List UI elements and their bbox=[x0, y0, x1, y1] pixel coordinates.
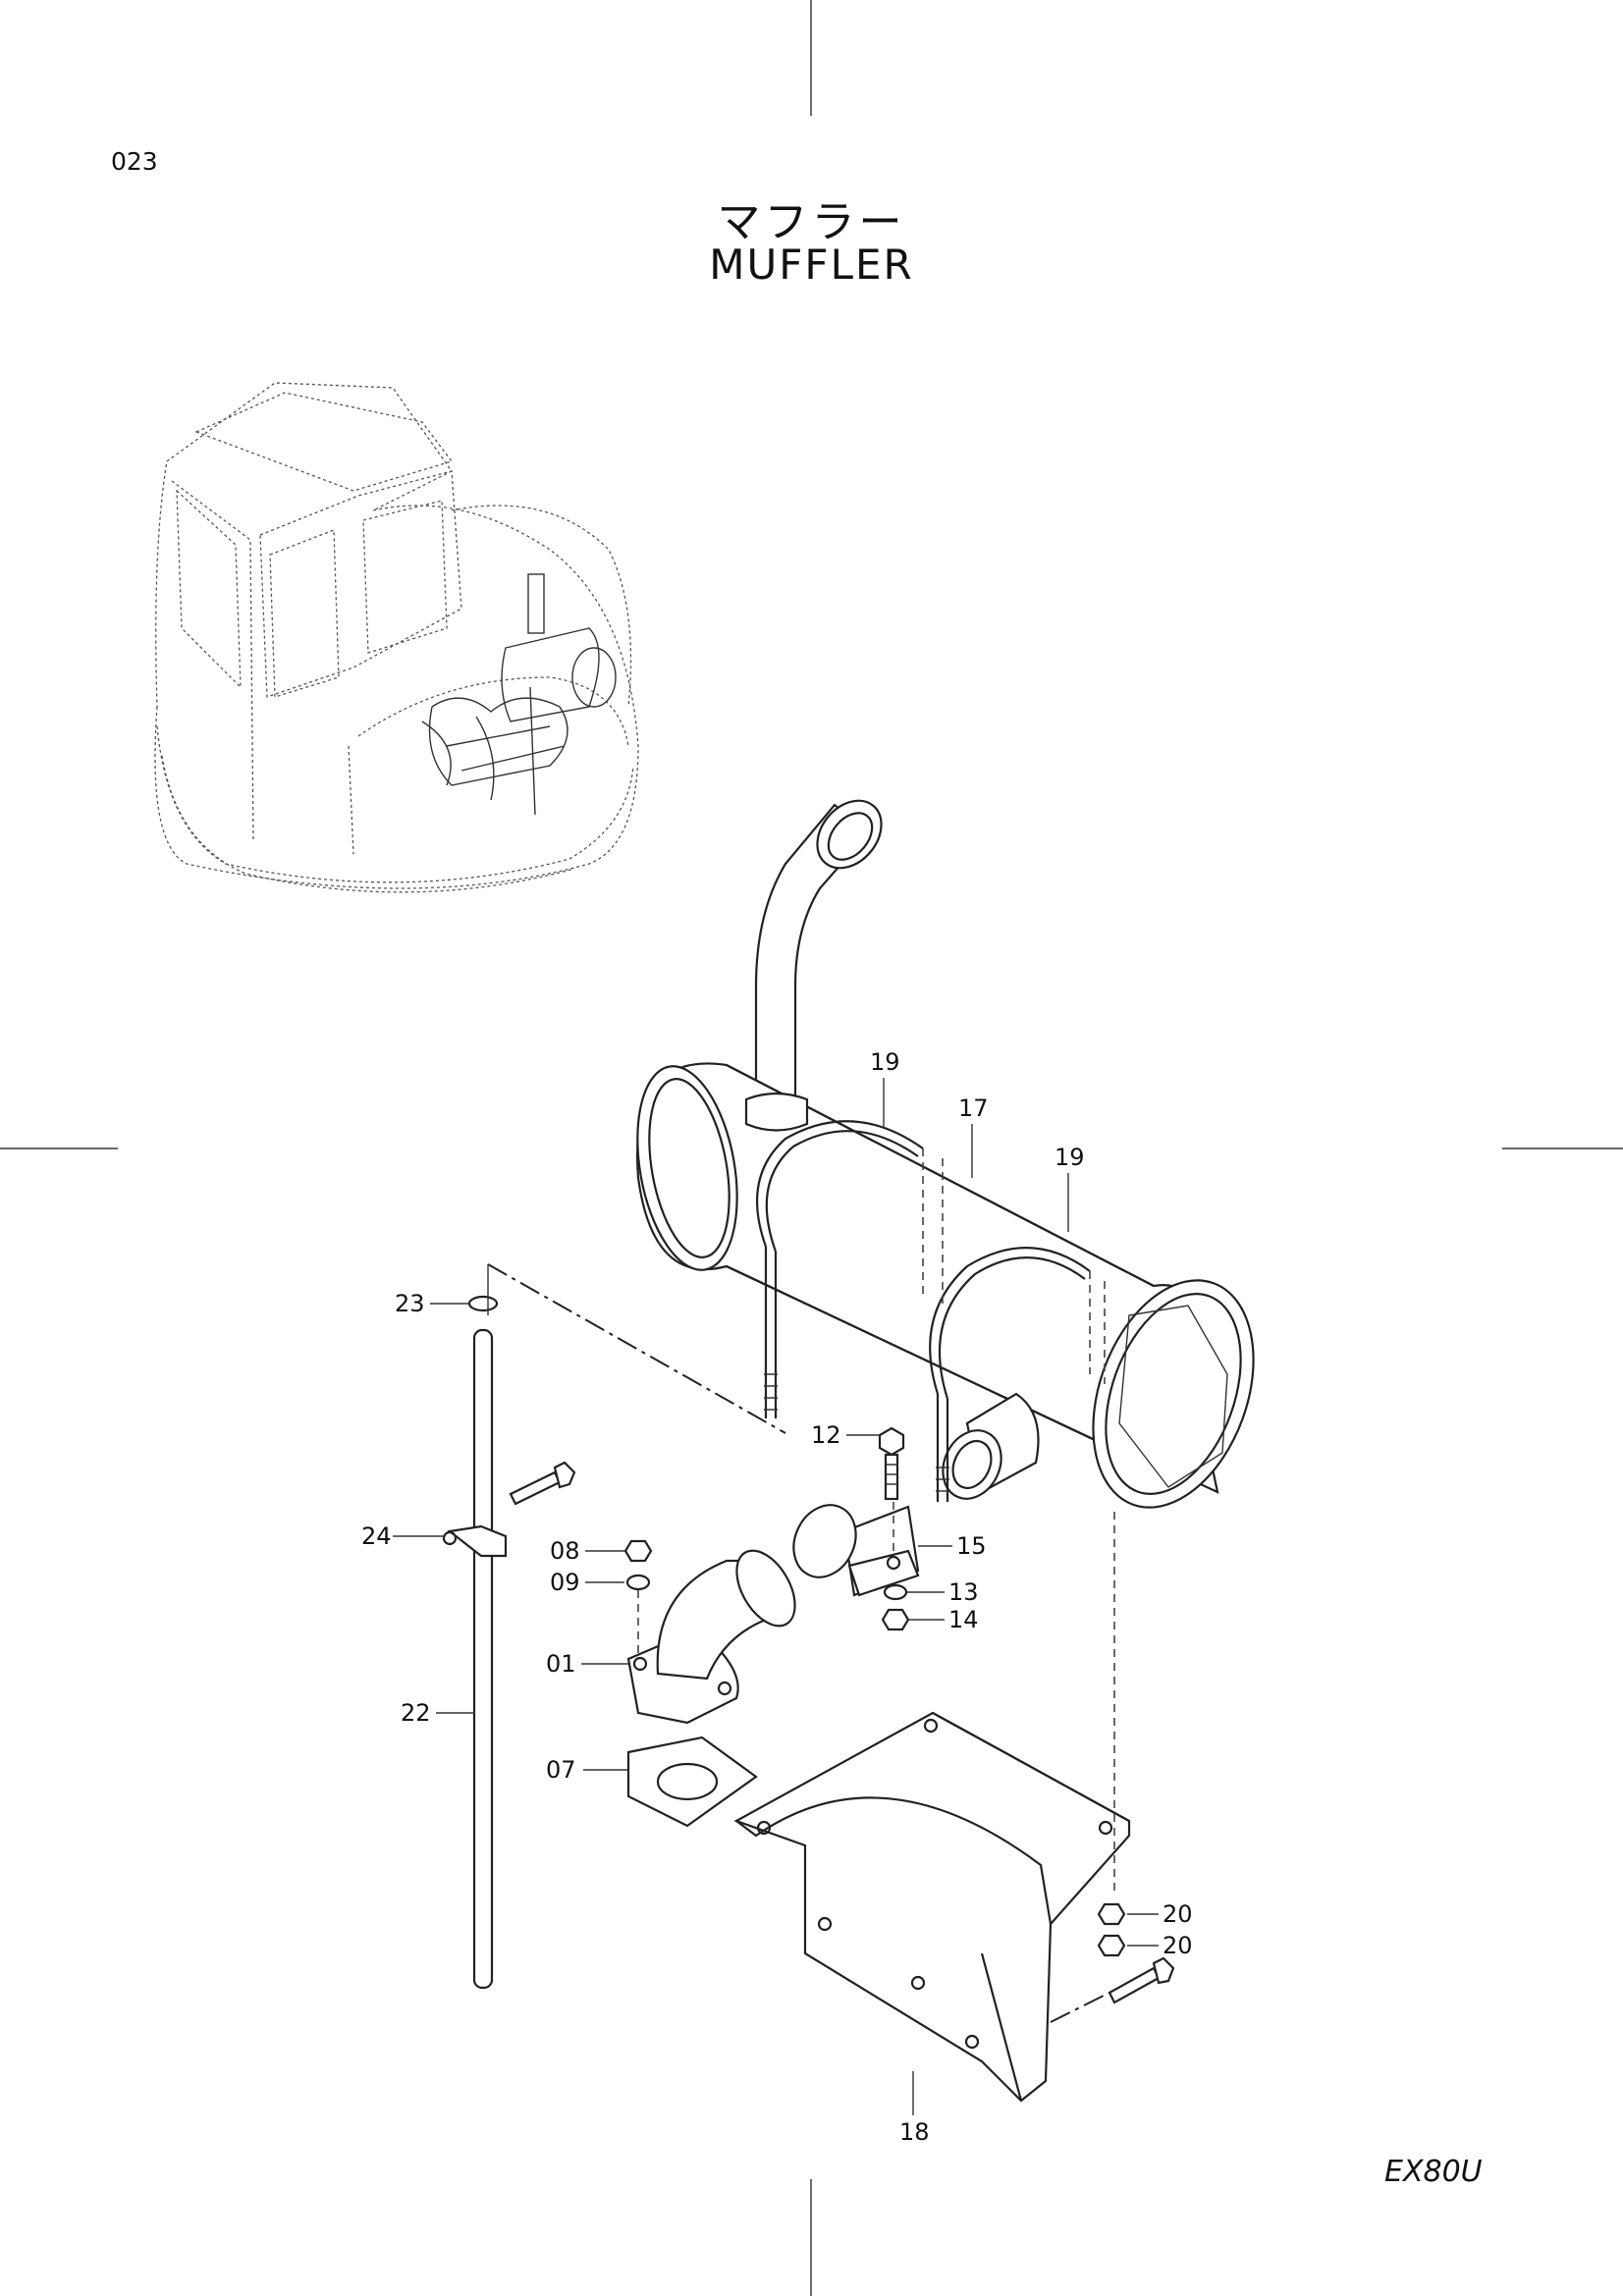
clamp-bracket-and-bolt bbox=[792, 1426, 920, 1631]
muffler-assembly bbox=[636, 799, 1255, 1509]
callout-09: 09 bbox=[550, 1569, 580, 1596]
callout-leaders bbox=[393, 1078, 1159, 2115]
callout-22: 22 bbox=[401, 1699, 431, 1727]
callout-19-first: 19 bbox=[870, 1048, 900, 1076]
muffler-support-bracket bbox=[733, 1711, 1175, 2103]
callout-14: 14 bbox=[948, 1606, 979, 1633]
callout-23: 23 bbox=[395, 1290, 425, 1317]
callout-20-first: 20 bbox=[1163, 1900, 1193, 1928]
excavator-location-illustration bbox=[154, 382, 639, 893]
callout-01: 01 bbox=[546, 1650, 576, 1678]
callout-15: 15 bbox=[956, 1532, 987, 1560]
page-title-japanese: マフラー bbox=[717, 197, 906, 247]
alignment-lines bbox=[487, 1263, 1115, 1895]
model-code: EX80U bbox=[1384, 2155, 1483, 2189]
callout-12: 12 bbox=[811, 1421, 841, 1449]
callout-07: 07 bbox=[546, 1756, 576, 1784]
callout-24: 24 bbox=[361, 1522, 392, 1550]
drain-pipe-assembly bbox=[442, 1295, 576, 1990]
callout-13: 13 bbox=[948, 1578, 979, 1606]
callout-17: 17 bbox=[958, 1095, 989, 1122]
callout-08: 08 bbox=[550, 1537, 580, 1565]
callout-18: 18 bbox=[899, 2118, 930, 2146]
exhaust-elbow bbox=[623, 1539, 796, 1828]
callout-19-second: 19 bbox=[1055, 1144, 1085, 1171]
page-title-english: MUFFLER bbox=[709, 240, 914, 289]
callout-labels: 23 24 22 01 07 08 09 12 15 13 14 19 17 1… bbox=[361, 1048, 1193, 2146]
page-number: 023 bbox=[111, 147, 158, 176]
callout-20-second: 20 bbox=[1163, 1932, 1193, 1959]
